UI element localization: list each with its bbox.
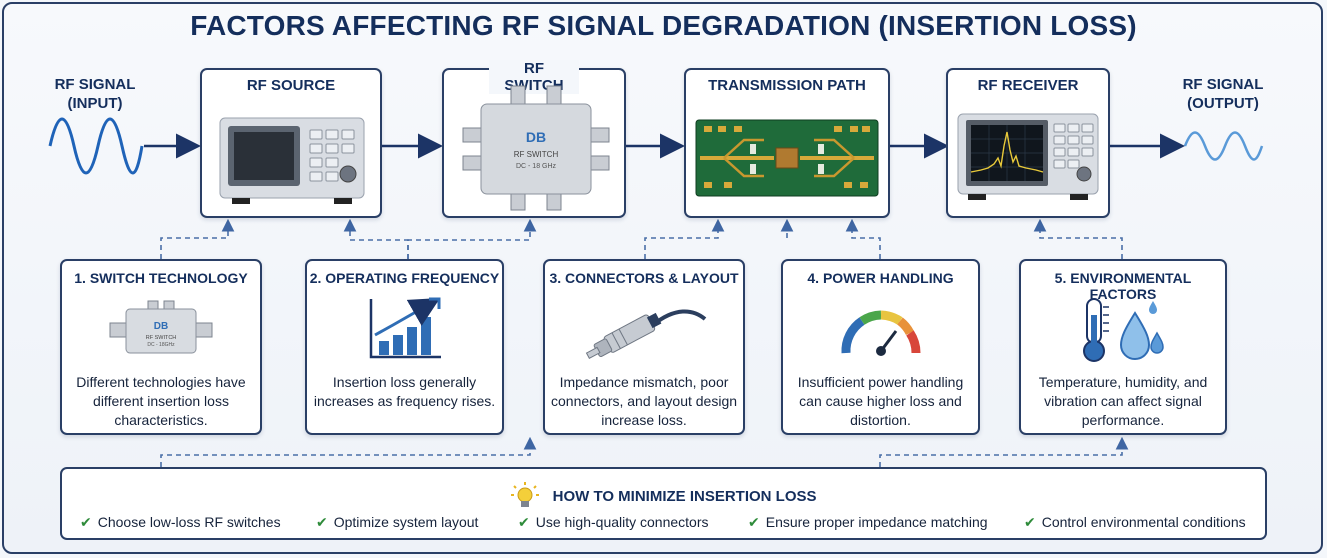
- thermometer-icon: [1083, 298, 1109, 362]
- stage-rf-source: RF SOURCE: [200, 68, 382, 218]
- switch-logo: DB: [154, 321, 168, 332]
- stage-rf-switch: RF SWITCH DB RF SWITCH DC - 18 GHz: [442, 60, 626, 218]
- rf-switch-small-icon: DB RF SWITCH DC - 18GHz: [109, 300, 213, 354]
- switch-range-text: DC - 18 GHz: [516, 163, 557, 170]
- stage-label: RF SOURCE: [246, 77, 336, 94]
- factor-environmental: 5. ENVIRONMENTAL FACTORS Temperature, hu…: [1019, 259, 1227, 435]
- check-icon: ✔: [316, 514, 328, 530]
- minimize-title: HOW TO MINIMIZE INSERTION LOSS: [62, 481, 1265, 511]
- input-wave-icon: [48, 117, 144, 175]
- spectrum-analyzer-icon: [957, 113, 1099, 200]
- factor-connectors-layout: 3. CONNECTORS & LAYOUT Impedance mismatc…: [543, 259, 745, 435]
- minimize-panel: HOW TO MINIMIZE INSERTION LOSS ✔Choose l…: [60, 467, 1267, 540]
- tip-item: ✔Ensure proper impedance matching: [748, 514, 988, 530]
- factor-description: Impedance mismatch, poor connectors, and…: [551, 374, 738, 428]
- check-icon: ✔: [80, 514, 92, 530]
- tip-item: ✔Optimize system layout: [316, 514, 479, 530]
- tip-item: ✔Use high-quality connectors: [518, 514, 709, 530]
- check-icon: ✔: [518, 514, 530, 530]
- coax-connector-icon: [585, 309, 707, 360]
- factor-description: Temperature, humidity, and vibration can…: [1038, 374, 1208, 428]
- factor-description: Different technologies have different in…: [76, 374, 246, 428]
- rf-switch-icon: DB RF SWITCH DC - 18 GHz: [462, 85, 610, 211]
- factor-description: Insufficient power handling can cause hi…: [797, 374, 964, 428]
- stage-label: RF RECEIVER: [977, 77, 1079, 94]
- page-title: FACTORS AFFECTING RF SIGNAL DEGRADATION …: [190, 10, 1137, 41]
- factor-title: 1. SWITCH TECHNOLOGY: [74, 270, 248, 286]
- stage-rf-receiver: RF RECEIVER: [946, 68, 1110, 218]
- output-wave-icon: [1183, 131, 1264, 161]
- switch-range-text: DC - 18GHz: [147, 342, 175, 348]
- pcb-board-icon: [695, 119, 879, 197]
- switch-logo: DB: [526, 129, 546, 145]
- factor-power-handling: 4. POWER HANDLING Insufficient power han…: [781, 259, 980, 435]
- rising-bar-chart-icon: [369, 297, 441, 359]
- signal-generator-icon: [219, 117, 365, 204]
- factor-title: 4. POWER HANDLING: [807, 270, 954, 286]
- factor-description: Insertion loss generally increases as fr…: [313, 374, 496, 409]
- check-icon: ✔: [1024, 514, 1036, 530]
- check-icon: ✔: [748, 514, 760, 530]
- output-label: RF SIGNAL (OUTPUT): [1182, 76, 1264, 112]
- factor-title: 2. OPERATING FREQUENCY: [309, 270, 500, 286]
- lightbulb-icon: [511, 482, 540, 507]
- droplet-icon: [1119, 301, 1164, 360]
- factor-operating-frequency: 2. OPERATING FREQUENCY Insertion loss ge…: [305, 259, 504, 435]
- power-gauge-icon: [840, 310, 921, 356]
- stage-label: TRANSMISSION PATH: [708, 77, 866, 94]
- input-label: RF SIGNAL (INPUT): [54, 76, 136, 112]
- tip-item: ✔Control environmental conditions: [1024, 514, 1246, 530]
- switch-model-text: RF SWITCH: [146, 335, 177, 341]
- thermometer-droplet-icon: [1083, 298, 1164, 362]
- stage-transmission-path: TRANSMISSION PATH: [684, 68, 890, 218]
- tip-item: ✔Choose low-loss RF switches: [80, 514, 281, 530]
- factor-title: 3. CONNECTORS & LAYOUT: [549, 270, 739, 286]
- switch-model-text: RF SWITCH: [514, 150, 559, 159]
- factor-title: 5. ENVIRONMENTAL FACTORS: [1054, 270, 1192, 302]
- factor-switch-technology: 1. SWITCH TECHNOLOGY DB RF SWITCH DC - 1…: [60, 259, 262, 435]
